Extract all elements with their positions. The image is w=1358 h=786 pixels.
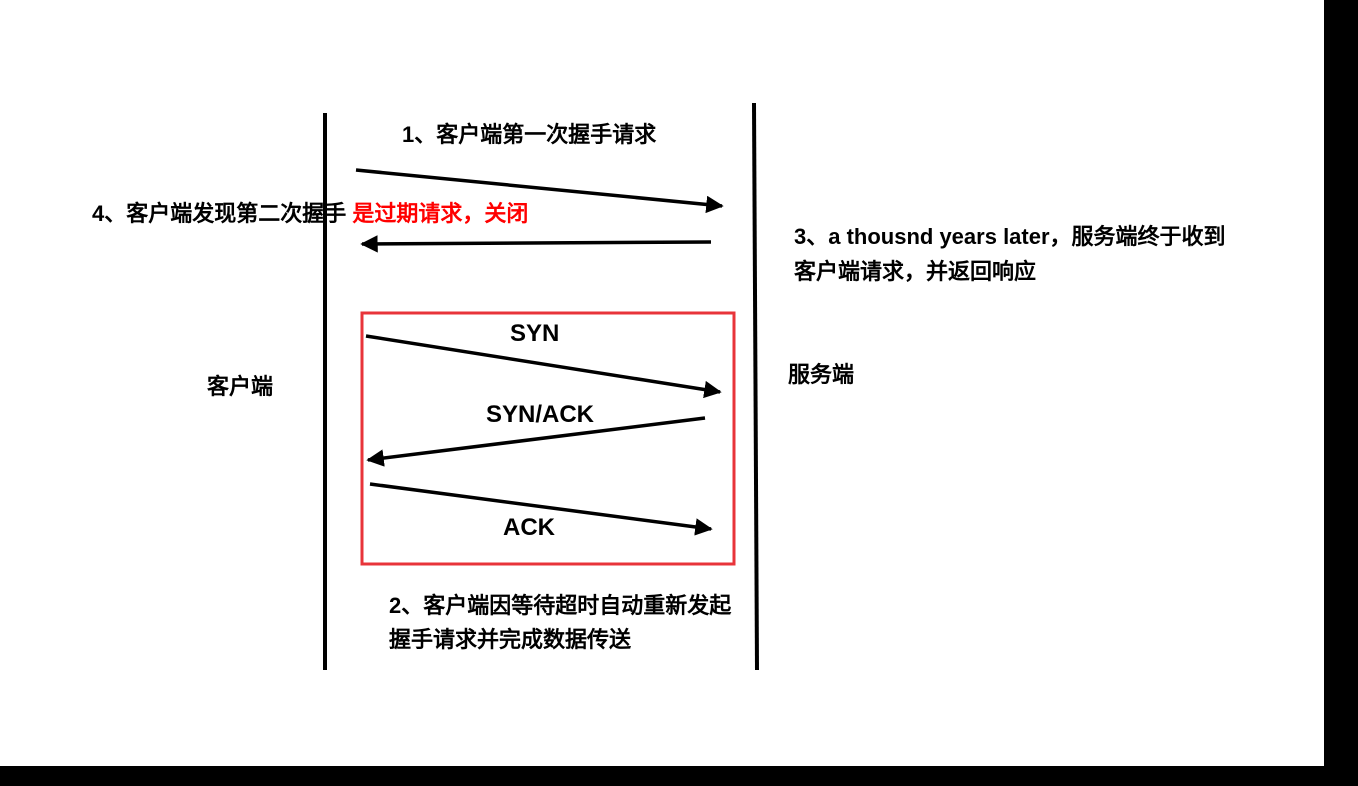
- delayed-response-arrow: [360, 235, 712, 253]
- server-label: 服务端: [788, 362, 855, 387]
- step4-label-highlight: 是过期请求，关闭: [352, 201, 529, 226]
- diagram-canvas: 1、客户端第一次握手请求 4、客户端发现第二次握手 是过期请求，关闭 3、a t…: [0, 0, 1324, 766]
- client-label: 客户端: [207, 374, 274, 399]
- synack-arrow: [366, 416, 706, 467]
- ack-arrow: [369, 482, 713, 536]
- step4-label: 4、客户端发现第二次握手 是过期请求，关闭: [92, 201, 528, 227]
- retry-handshake-box: [360, 311, 736, 566]
- server-lifeline: [752, 102, 759, 671]
- step2-label-line2: 握手请求并完成数据传送: [389, 627, 632, 652]
- step3-label-line1: 3、a thousnd years later，服务端终于收到: [794, 224, 1226, 249]
- first-request-arrow: [355, 168, 724, 214]
- step3-label-line2: 客户端请求，并返回响应: [794, 259, 1037, 284]
- step2-label-line1: 2、客户端因等待超时自动重新发起: [389, 593, 732, 618]
- syn-arrow: [365, 334, 722, 399]
- ack-label: ACK: [503, 514, 555, 541]
- syn-label: SYN: [510, 320, 560, 347]
- step4-label-text: 4、客户端发现第二次握手: [92, 201, 347, 226]
- step1-label: 1、客户端第一次握手请求: [402, 122, 657, 147]
- sequence-diagram-svg: [323, 102, 759, 671]
- synack-label: SYN/ACK: [486, 401, 595, 428]
